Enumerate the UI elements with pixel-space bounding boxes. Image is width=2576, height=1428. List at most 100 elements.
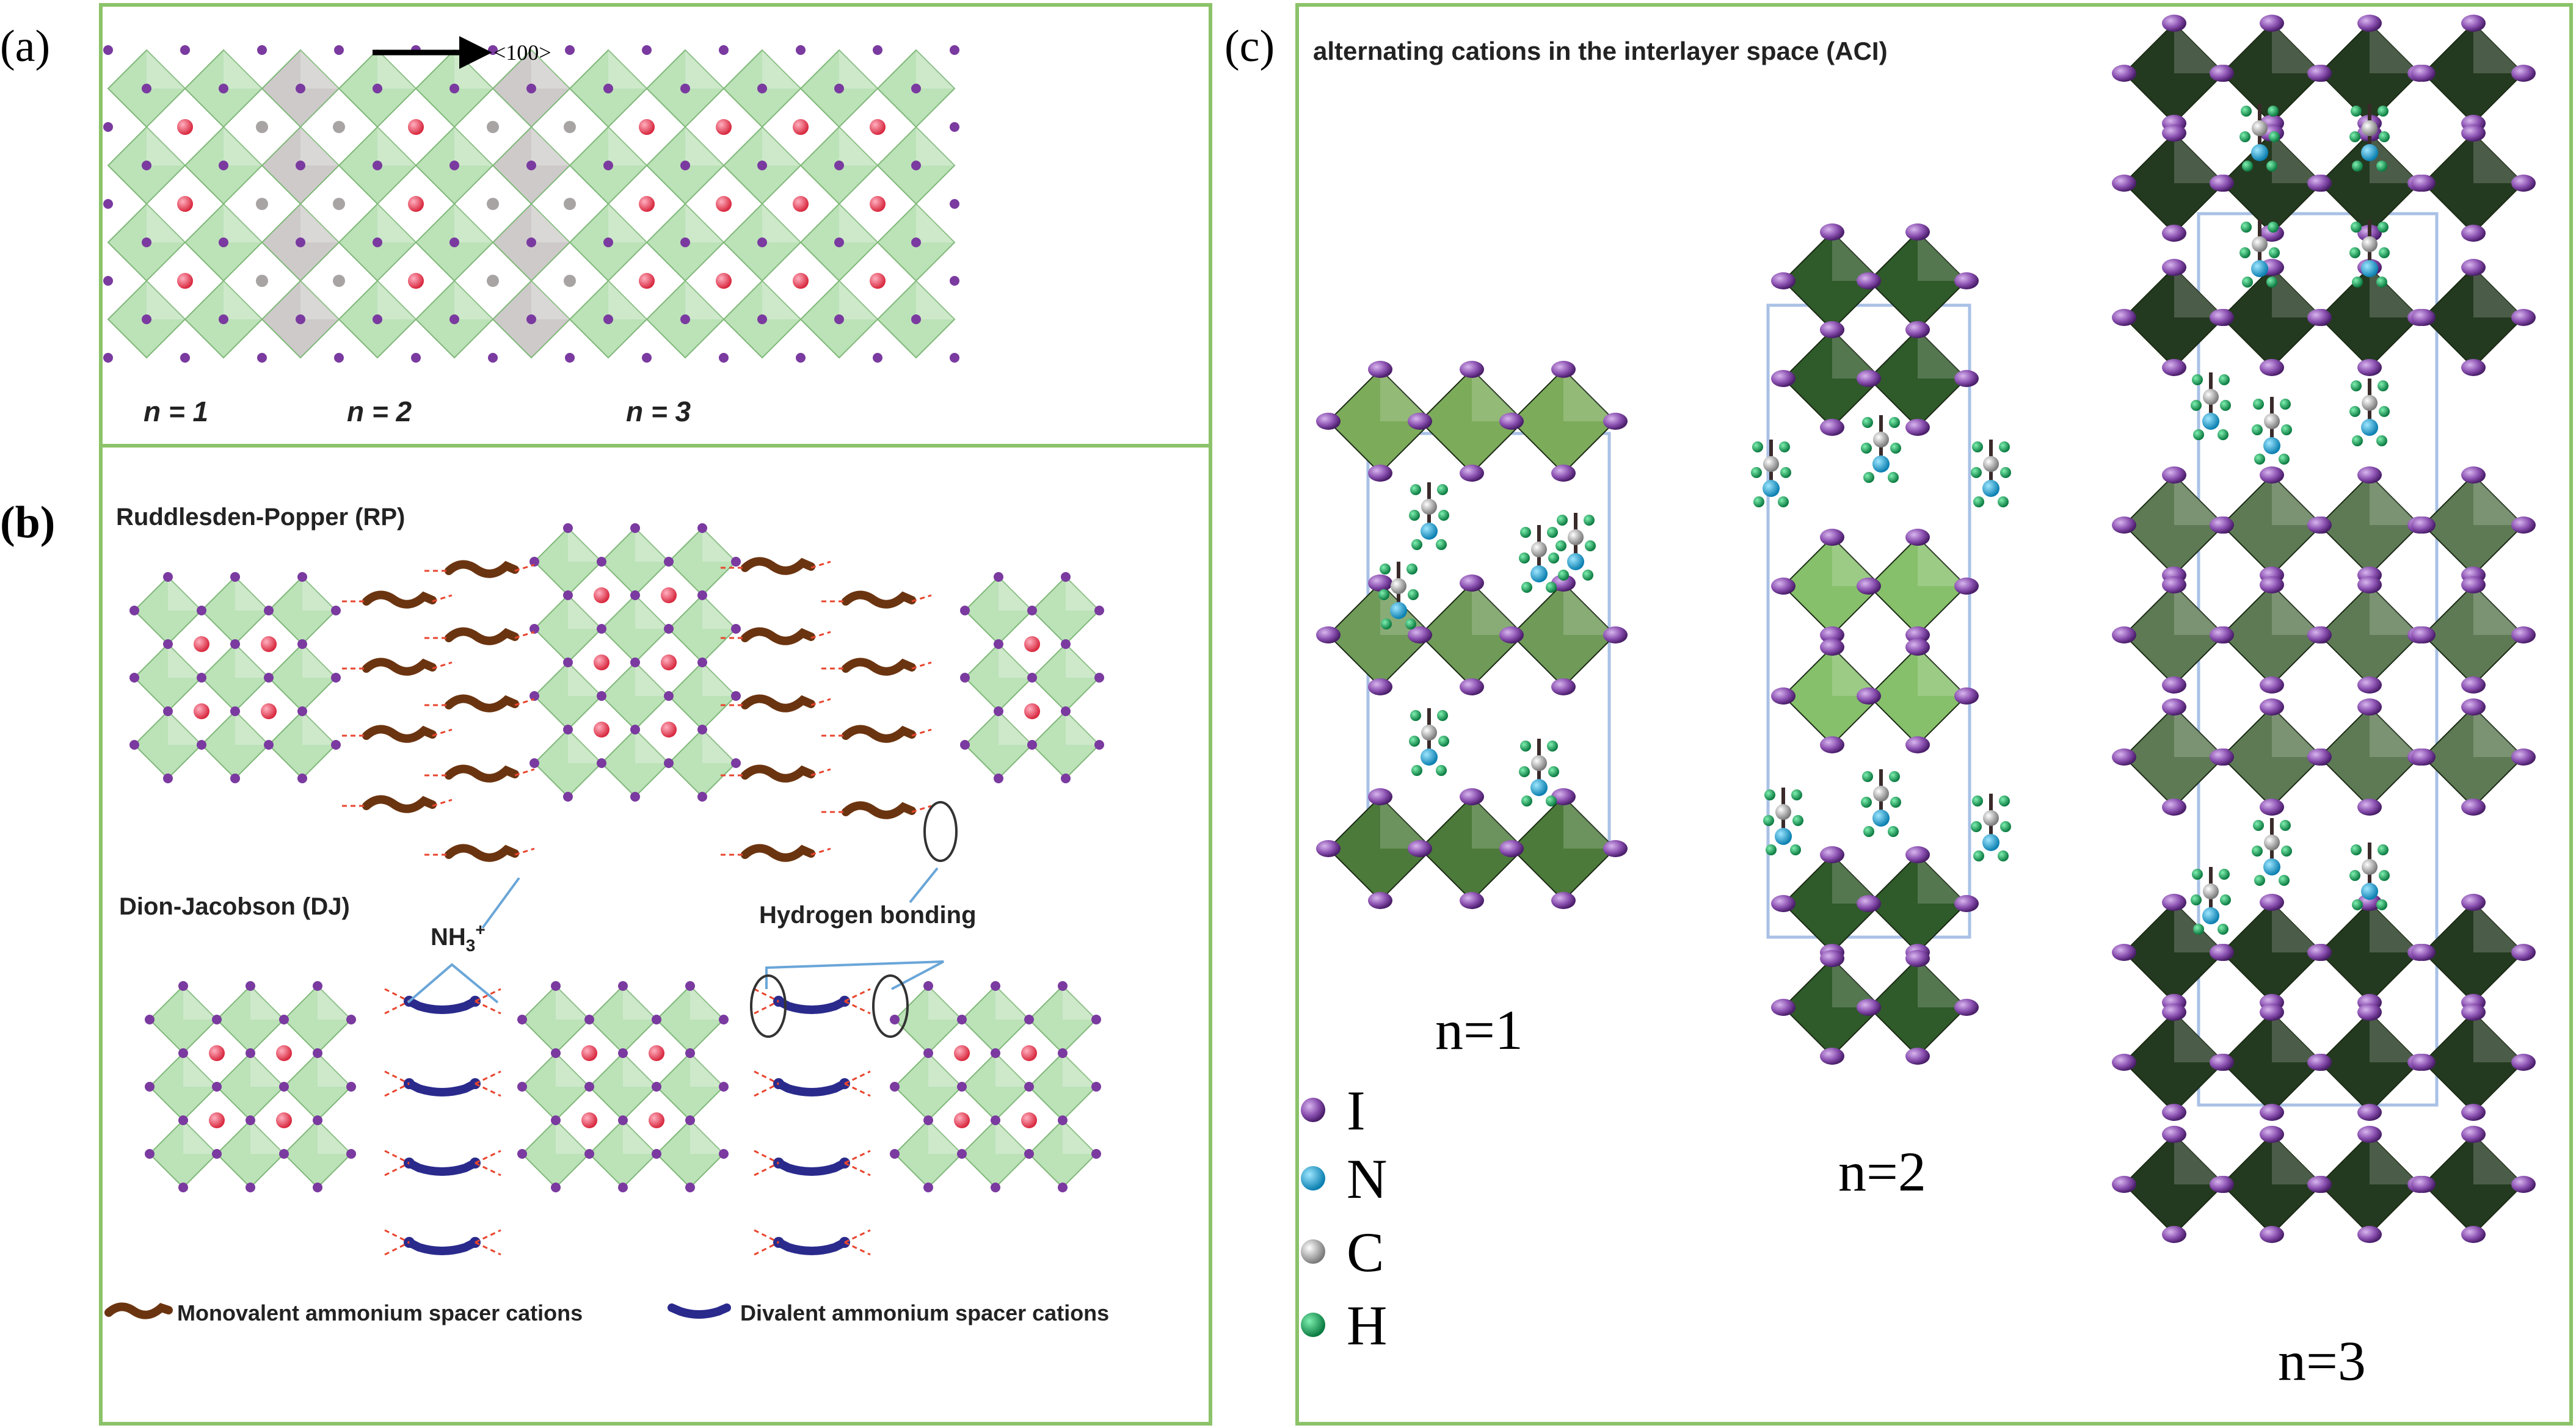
hydrogen-bond bbox=[844, 1162, 871, 1176]
iodide-atom bbox=[2162, 698, 2186, 716]
octahedron-facet bbox=[635, 528, 669, 562]
nh3-label: NH3+ bbox=[431, 920, 486, 955]
iodide-atom bbox=[2260, 799, 2284, 816]
iodide-atom bbox=[873, 353, 882, 363]
octahedron-facet bbox=[300, 127, 339, 165]
hydrogen-bond bbox=[844, 1229, 871, 1244]
hydrogen-atom bbox=[2218, 924, 2229, 935]
nitrogen-atom bbox=[2361, 260, 2378, 277]
octahedron-facet bbox=[1472, 583, 1524, 635]
a-site-cation bbox=[177, 196, 193, 212]
hydrogen-atom bbox=[2280, 820, 2291, 831]
a-site-cation bbox=[870, 273, 886, 289]
octahedron-facet bbox=[702, 662, 736, 696]
octahedron-facet bbox=[1066, 711, 1099, 745]
iodide-atom bbox=[178, 981, 188, 991]
iodide-atom bbox=[2411, 1176, 2436, 1193]
octahedron-facet bbox=[762, 281, 801, 319]
iodide-atom bbox=[2210, 516, 2234, 534]
nitrogen-atom bbox=[1567, 553, 1584, 570]
iodide-atom bbox=[1905, 1048, 1930, 1065]
iodide-atom bbox=[2411, 944, 2436, 961]
iodide-atom bbox=[1905, 639, 1930, 656]
hydrogen-bond bbox=[754, 1150, 779, 1164]
iodide-atom bbox=[1499, 626, 1524, 643]
octahedron-facet bbox=[623, 986, 657, 1020]
hydrogen-bond bbox=[754, 988, 779, 1002]
iodide-atom bbox=[2511, 516, 2536, 534]
octahedron-facet bbox=[235, 577, 269, 611]
octahedron-facet bbox=[302, 644, 336, 678]
iodide-atom bbox=[1905, 950, 1930, 967]
iodide-atom bbox=[2411, 626, 2436, 643]
iodide-atom bbox=[1058, 1048, 1068, 1058]
iodide-atom bbox=[731, 691, 741, 701]
legend-h-label: H bbox=[1347, 1294, 1387, 1357]
carbon-atom bbox=[2362, 236, 2378, 252]
octahedron-facet bbox=[623, 1120, 657, 1154]
iodide-atom bbox=[957, 1015, 967, 1024]
carbon-atom bbox=[1568, 529, 1584, 545]
iodide-atom bbox=[630, 590, 640, 600]
hydrogen-atom bbox=[2281, 846, 2292, 857]
hydrogen-bond bbox=[475, 1082, 501, 1097]
nitrogen-atom bbox=[2361, 144, 2378, 161]
iodide-atom bbox=[890, 1015, 900, 1024]
divalent-spacer bbox=[405, 1159, 479, 1176]
hydrogen-bond bbox=[911, 594, 932, 603]
nh3-pointer bbox=[407, 963, 499, 1004]
a-site-cation bbox=[209, 1112, 225, 1128]
iodide-atom bbox=[960, 673, 970, 683]
octahedron-facet bbox=[2174, 1012, 2224, 1062]
hydrogen-atom bbox=[2378, 222, 2389, 233]
iodide-atom bbox=[1954, 578, 1979, 595]
aci-structure-n3 bbox=[2112, 15, 2536, 1243]
hydrogen-bond bbox=[475, 1229, 501, 1244]
hydrogen-bond bbox=[475, 988, 501, 1002]
a-site-cation bbox=[793, 273, 809, 289]
octahedron-facet bbox=[2174, 475, 2224, 525]
hydrogen-atom bbox=[1791, 789, 1802, 800]
iodide-atom bbox=[279, 1082, 289, 1092]
iodide-atom bbox=[145, 1015, 155, 1024]
octahedron-facet bbox=[168, 711, 202, 745]
hydrogen-atom bbox=[1973, 496, 1984, 507]
iodide-atom bbox=[2307, 1176, 2332, 1193]
hydrogen-atom bbox=[2254, 875, 2265, 886]
hydrogen-atom bbox=[1405, 618, 1416, 629]
iodide-atom bbox=[2307, 65, 2332, 82]
iodide-atom bbox=[331, 673, 341, 683]
carbon-atom bbox=[1873, 786, 1889, 802]
iodide-atom bbox=[163, 774, 173, 783]
hydrogen-atom bbox=[2279, 875, 2290, 886]
iodide-atom bbox=[180, 45, 190, 55]
iodide-atom bbox=[957, 1082, 967, 1092]
iodide-atom bbox=[1024, 1149, 1034, 1159]
direction-label: <100> bbox=[493, 40, 551, 65]
hydrogen-atom bbox=[1521, 796, 1532, 806]
a-site-cation bbox=[594, 722, 609, 738]
iodide-atom bbox=[449, 161, 459, 170]
iodide-atom bbox=[373, 237, 382, 247]
monovalent-spacer bbox=[741, 694, 815, 712]
iodide-atom bbox=[2511, 626, 2536, 643]
carbon-atom bbox=[1763, 456, 1779, 472]
unit-cell bbox=[1766, 303, 1971, 939]
octahedron-facet bbox=[235, 644, 269, 678]
hydrogen-atom bbox=[2220, 894, 2231, 905]
iodide-atom bbox=[2260, 576, 2284, 593]
octahedron-facet bbox=[377, 50, 416, 89]
iodide-atom bbox=[1603, 840, 1628, 857]
iodide-atom bbox=[142, 237, 151, 247]
octahedron-facet bbox=[685, 204, 724, 242]
iodide-atom bbox=[2162, 799, 2186, 816]
iodide-atom bbox=[2112, 626, 2136, 643]
hydrogen-atom bbox=[1972, 441, 1983, 452]
iodide-atom bbox=[1316, 413, 1341, 430]
hydrogen-bond bbox=[514, 564, 535, 572]
iodide-atom bbox=[731, 624, 741, 634]
hydrogen-bond bbox=[432, 799, 453, 807]
hydrogen-bond bbox=[844, 1150, 871, 1164]
iodide-atom bbox=[1820, 626, 1844, 643]
iodide-atom bbox=[834, 237, 844, 247]
